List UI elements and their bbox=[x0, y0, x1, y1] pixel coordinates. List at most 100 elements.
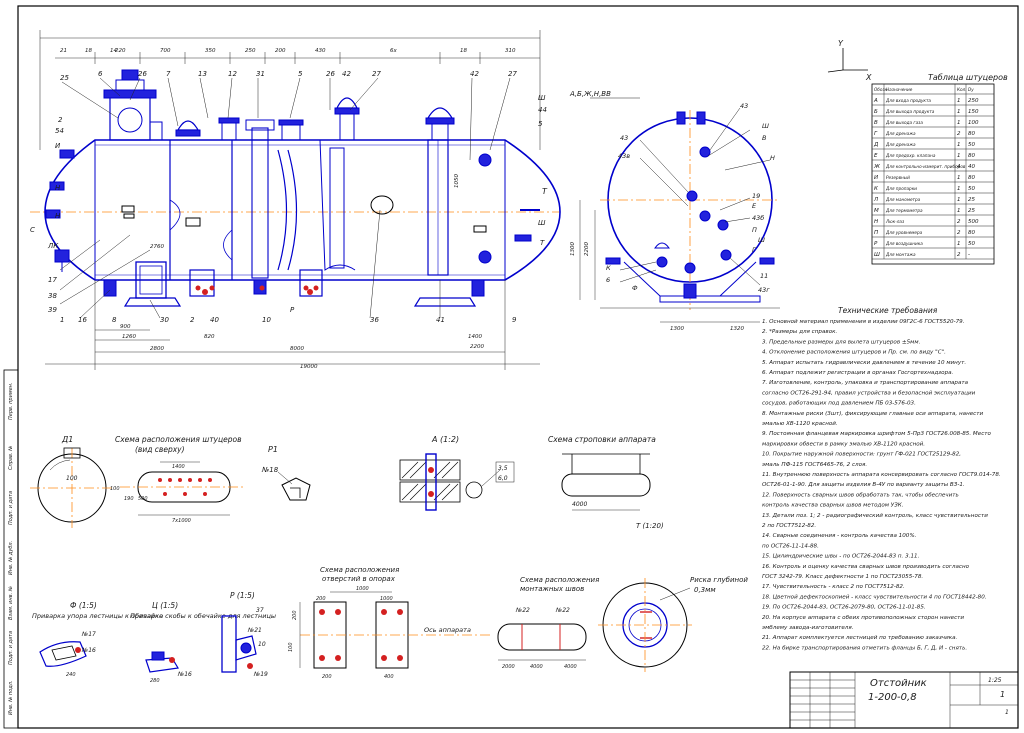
left-strip-label: Инв. № дубл. bbox=[8, 541, 14, 575]
technical-requirements: Технические требования 1. Основной матер… bbox=[762, 306, 1001, 651]
nozzle-layout-title: Схема расположения штуцеров bbox=[115, 435, 242, 444]
table-cell: 40 bbox=[968, 164, 975, 170]
tech-req-line: сосудов, работающих под давлением ПБ 03-… bbox=[762, 401, 916, 407]
bottom-dim-label: 1260 bbox=[122, 334, 136, 340]
table-cell: Р bbox=[874, 241, 878, 247]
table-cell: 1 bbox=[957, 241, 961, 247]
side-view-labels: А,Б,Ж,Н,ВВ4343вК6Ф43ШВН19Е43бПШГ1143г130… bbox=[569, 90, 775, 332]
table-cell: 80 bbox=[968, 175, 975, 181]
position-label: 7 bbox=[166, 70, 171, 78]
position-label: 25 bbox=[60, 74, 69, 82]
position-label: 5 bbox=[538, 120, 543, 128]
table-cell: 2 bbox=[957, 219, 961, 225]
tech-req-line: 3. Предельные размеры для вылета штуцеро… bbox=[762, 339, 921, 345]
detail-r1-label: №18 bbox=[261, 466, 279, 474]
tech-req-line: 13. Детали поз. 1; 2 - радиографический … bbox=[762, 513, 988, 519]
tech-req-line: эмалью ХВ-1120 красной. bbox=[762, 421, 838, 427]
position-label: 39 bbox=[48, 306, 57, 314]
position-label: 16 bbox=[78, 316, 87, 324]
table-cell: Л bbox=[873, 197, 878, 203]
tech-req-line: 11. Внутреннюю поверхность аппарата конс… bbox=[762, 472, 1001, 478]
position-label: 12 bbox=[228, 70, 237, 78]
detail-ts: Ц (1:5) Приварка скобы к обечайке для ле… bbox=[130, 601, 276, 684]
left-strip-label: Справ. № bbox=[8, 446, 14, 470]
left-strip-label: Взам. инв. № bbox=[8, 586, 14, 620]
table-cell: Люк-лаз bbox=[885, 219, 905, 224]
tech-req-line: эмаль ПФ-115 ГОСТ6465-76, 2 слоя. bbox=[762, 462, 867, 468]
position-label: 19 bbox=[752, 192, 760, 200]
top-dim-label: 14 bbox=[110, 48, 117, 54]
top-dim-label: 220 bbox=[115, 48, 126, 54]
position-label: Е bbox=[752, 202, 757, 210]
detail-p-title: Р (1:5) bbox=[230, 591, 255, 600]
tech-req-line: по ОСТ26-11-14-88. bbox=[762, 543, 819, 549]
position-label: 43г bbox=[758, 286, 770, 294]
tech-req-line: ГОСТ 3242-79. Класс дефектности 1 по ГОС… bbox=[762, 574, 923, 580]
table-cell: 1 bbox=[957, 175, 961, 181]
detail-sling: Схема строповки аппарата 4000 Т (1:20) bbox=[548, 435, 664, 530]
position-label: №22 bbox=[555, 607, 570, 614]
top-dim-ticks bbox=[94, 52, 481, 64]
title-block: Отстойник 1-200-0,8 1:25 1 1 bbox=[789, 671, 1019, 729]
table-cell: Резервный bbox=[886, 175, 910, 180]
tech-req-line: 19. По ОСТ26-2044-83, ОСТ26-2079-80, ОСТ… bbox=[762, 605, 926, 611]
table-header: Обозн. bbox=[874, 87, 889, 92]
position-label: 36 bbox=[370, 316, 379, 324]
table-cell: 80 bbox=[968, 131, 975, 137]
dim-label: 200 bbox=[292, 610, 298, 620]
table-cell: К bbox=[874, 186, 879, 192]
position-label: С bbox=[30, 226, 35, 234]
detail-d1: Д1 100 bbox=[30, 435, 115, 528]
top-dim-label: 21 bbox=[60, 48, 67, 54]
weld-label: 3,5 bbox=[498, 465, 508, 472]
bottom-nozzles bbox=[103, 261, 485, 307]
table-cell: 1 bbox=[957, 153, 961, 159]
holes-title: Схема расположения bbox=[320, 566, 399, 574]
dim-label: 200 bbox=[316, 596, 326, 602]
sheet-frame bbox=[17, 5, 1019, 729]
dim-label: 2200 bbox=[584, 242, 590, 256]
top-dim-label: 18 bbox=[460, 48, 467, 54]
tech-req-line: 22. На бирке транспортирования отметить … bbox=[762, 645, 967, 651]
detail-d1-title: Д1 bbox=[61, 435, 73, 444]
position-label: №16 bbox=[81, 647, 96, 654]
bottom-dim-label: 900 bbox=[120, 324, 131, 330]
top-dim-label: 6x bbox=[390, 48, 397, 54]
position-label: №22 bbox=[515, 607, 530, 614]
tech-req-line: контроль качества сварных швов методом У… bbox=[762, 503, 904, 509]
position-label: 10 bbox=[262, 316, 271, 324]
tech-req-line: 4. Отклонение расположения штуцеров и Пр… bbox=[762, 350, 946, 356]
left-strip-label: Перв. примен. bbox=[8, 382, 14, 420]
position-label: 40 bbox=[210, 316, 219, 324]
position-label: 42 bbox=[342, 70, 351, 78]
table-cell: Для монтажа bbox=[885, 252, 916, 257]
dim-label: 1050 bbox=[454, 174, 460, 188]
position-label: 8 bbox=[112, 316, 117, 324]
position-label: 13 bbox=[198, 70, 207, 78]
tech-req-line: 16. Контроль и оценку качества сварных ш… bbox=[762, 564, 970, 570]
tech-req-line: ОСТ26-01-1-90. Для защиты изделия В-4У п… bbox=[762, 482, 965, 488]
table-cell: 25 bbox=[968, 197, 975, 203]
tech-req-title: Технические требования bbox=[838, 306, 938, 315]
detail-ts-subtitle: Приварка скобы к обечайке для лестницы bbox=[130, 612, 276, 620]
position-label: Н bbox=[770, 154, 775, 162]
position-label: Г bbox=[752, 246, 757, 254]
position-label: 17 bbox=[48, 276, 57, 284]
welds-title: Схема расположения bbox=[520, 576, 599, 584]
axis-note: Ось аппарата bbox=[424, 626, 471, 634]
bottom-dim-label: 2200 bbox=[470, 344, 484, 350]
tech-req-line: 7. Изготовление, контроль, упаковка и тр… bbox=[762, 380, 969, 386]
position-label: 31 bbox=[256, 70, 265, 78]
bottom-dim-label: 8000 bbox=[290, 346, 304, 352]
weld-label: 6,0 bbox=[498, 475, 508, 482]
sling-title: Схема строповки аппарата bbox=[548, 435, 656, 444]
position-label: 43 bbox=[740, 102, 748, 110]
table-cell: 50 bbox=[968, 142, 975, 148]
table-cell: Д bbox=[873, 142, 879, 148]
title-code: 1-200-0,8 bbox=[868, 692, 917, 703]
